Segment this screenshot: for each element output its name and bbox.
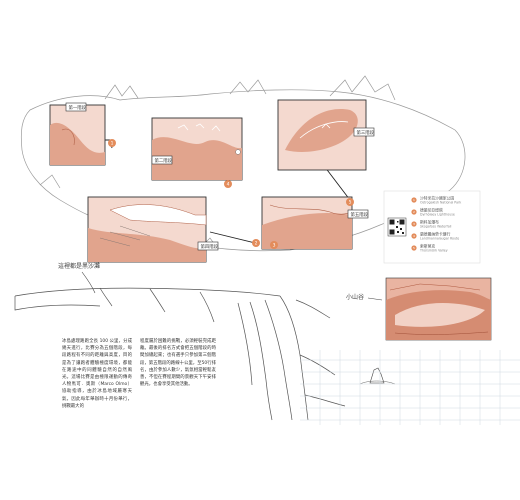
legend-item-2: 2 德蘭尼亞燈塔 Dyrhólaey Lighthouse (411, 208, 455, 217)
stage-panel-4 (87, 196, 207, 263)
stage-panel-5 (261, 196, 353, 250)
body-text-column-2: 程度屬於困難的挑戰，必須輕裝完成距離。最後的排名方式會把五個階段的時間加總起來；… (140, 339, 216, 388)
svg-text:這裡都是黑沙灘: 這裡都是黑沙灘 (58, 262, 100, 270)
stage-tag-3: 第三階段 (353, 127, 375, 137)
legend-item-4: 4 蘭德曼納勞卡健行 Landmannalaugar Route (411, 232, 459, 241)
stage-panel-2 (151, 117, 243, 181)
qr-code (387, 217, 407, 237)
svg-text:索斯莫克: 索斯莫克 (420, 244, 435, 249)
legend: 1 沙特米拉沙國家公園 Ostrogakish National Park 2 … (383, 190, 481, 264)
sea-stack (359, 367, 396, 385)
stage-marker-1: 1 (108, 139, 116, 147)
svg-text:Dyrhólaey Lighthouse: Dyrhólaey Lighthouse (420, 213, 455, 217)
svg-text:Ostrogakish National Park: Ostrogakish National Park (420, 201, 461, 205)
svg-text:德蘭尼亞燈塔: 德蘭尼亞燈塔 (420, 208, 443, 213)
svg-text:沙特米拉沙國家公園: 沙特米拉沙國家公園 (420, 196, 454, 201)
valley-illustration (385, 277, 492, 341)
svg-text:Landmannalaugar Route: Landmannalaugar Route (420, 237, 459, 241)
annotation-valley: 小山谷 (346, 293, 383, 301)
stage-tag-2: 第二階段 (151, 155, 173, 165)
svg-text:小山谷: 小山谷 (346, 293, 364, 301)
svg-text:蘭德曼納勞卡健行: 蘭德曼納勞卡健行 (420, 232, 451, 237)
stage-marker-3: 3 (270, 241, 278, 249)
cliff-illustration (14, 287, 346, 421)
annotation-black-sand: 這裡都是黑沙灘 (58, 262, 100, 294)
svg-text:2: 2 (413, 210, 415, 214)
stage-marker-2: 2 (252, 239, 260, 247)
svg-text:第四階段: 第四階段 (201, 243, 219, 250)
svg-text:3: 3 (273, 243, 276, 249)
svg-text:4: 4 (413, 234, 415, 238)
svg-text:Skogafoss Waterfall: Skogafoss Waterfall (420, 225, 451, 229)
svg-text:第五階段: 第五階段 (351, 211, 369, 218)
svg-text:第二階段: 第二階段 (155, 157, 173, 164)
stage-marker-5: 5 (346, 198, 354, 206)
body-text-column-1: 冰島處理路跑全長 100 公里，分成幾天進行，比賽分為五個階段，每段路程有不同的… (62, 339, 132, 409)
svg-text:Thórsmörk Valley: Thórsmörk Valley (419, 249, 448, 253)
svg-text:5: 5 (413, 246, 415, 250)
svg-text:5: 5 (349, 200, 352, 206)
svg-text:1: 1 (413, 198, 415, 202)
sea-surface (300, 350, 520, 425)
svg-text:2: 2 (255, 241, 258, 247)
stage-marker-4: 4 (224, 180, 232, 188)
stage-tag-4: 第四階段 (197, 241, 219, 251)
stage-tag-5: 第五階段 (347, 209, 369, 219)
legend-item-1: 1 沙特米拉沙國家公園 Ostrogakish National Park (411, 196, 461, 205)
legend-item-5: 5 索斯莫克 Thórsmörk Valley (411, 244, 448, 253)
svg-text:4: 4 (227, 182, 230, 188)
legend-item-3: 3 斯科加瀑布 Skogafoss Waterfall (411, 220, 451, 229)
stage-panel-3 (277, 99, 367, 171)
stage-panel-1 (49, 104, 106, 166)
stage-tag-1: 第一階段 (65, 102, 87, 112)
svg-text:第一階段: 第一階段 (69, 104, 87, 111)
svg-text:3: 3 (413, 222, 415, 226)
svg-text:斯科加瀑布: 斯科加瀑布 (420, 220, 439, 225)
svg-text:1: 1 (111, 141, 114, 147)
svg-text:第三階段: 第三階段 (357, 129, 375, 136)
